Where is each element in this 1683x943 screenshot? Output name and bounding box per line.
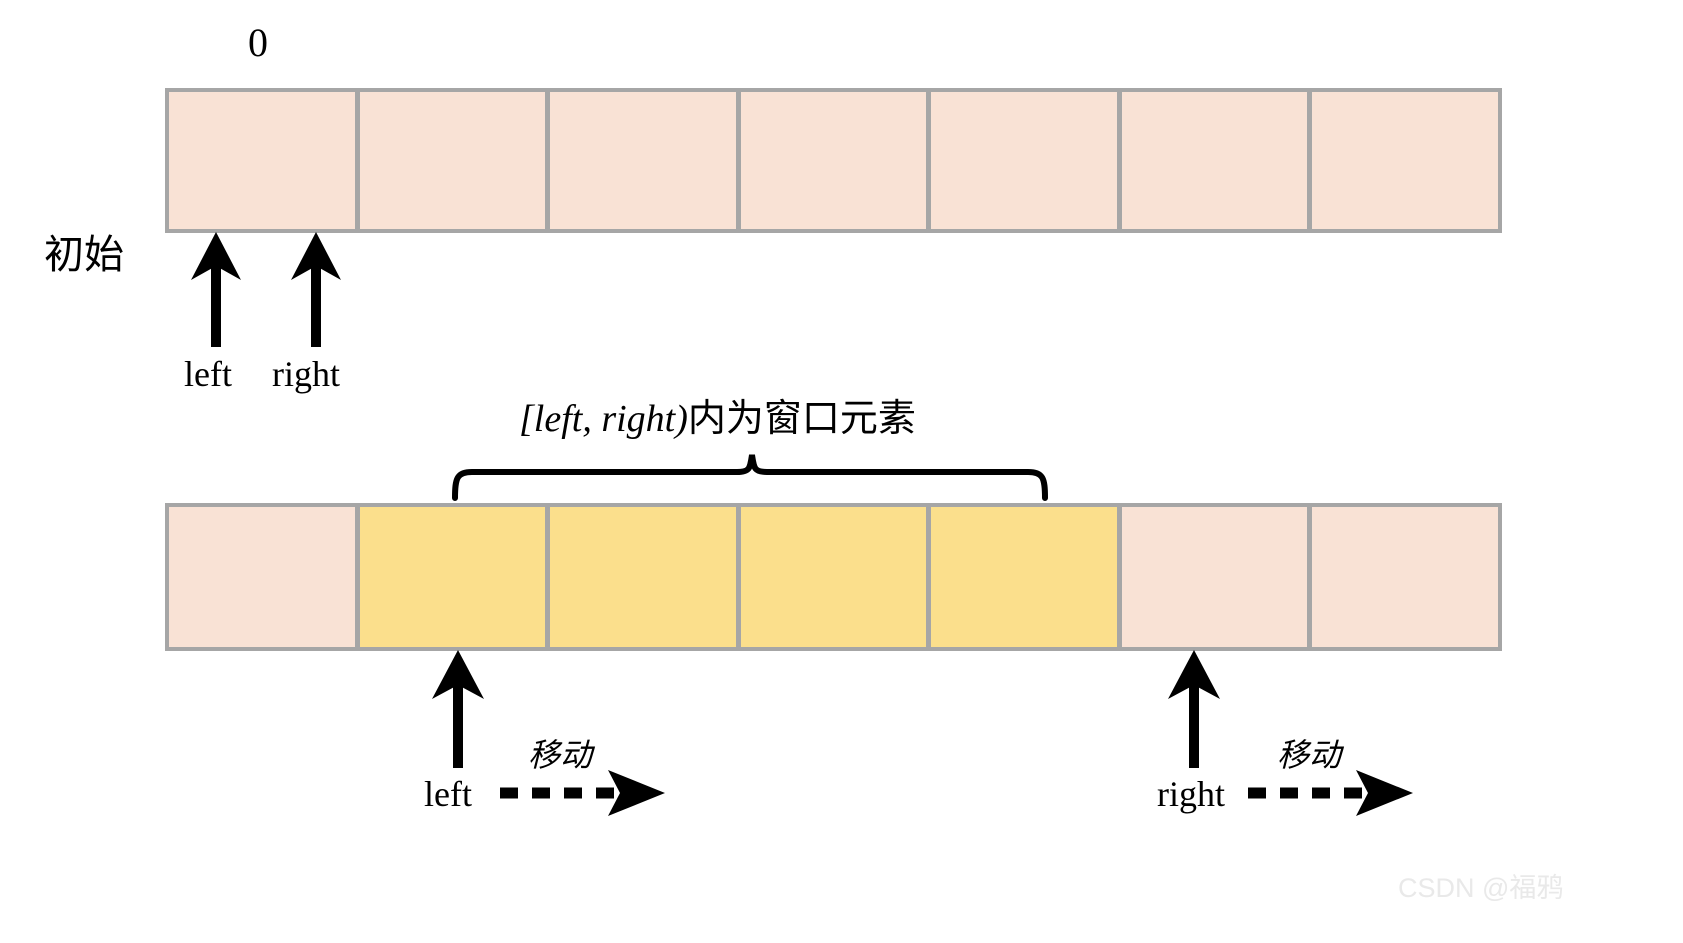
pointer-arrow-right-initial — [291, 232, 341, 347]
array-cell-window — [740, 507, 932, 647]
pointer-label-left-window: left — [424, 774, 472, 814]
move-label-left: 移动 — [528, 736, 593, 774]
window-caption: [left, right)内为窗口元素 — [519, 387, 916, 442]
array-cell — [740, 92, 932, 229]
move-label-right: 移动 — [1277, 736, 1342, 774]
window-caption-math: [left, right) — [519, 398, 688, 440]
pointer-label-left-initial: left — [184, 354, 232, 394]
window-caption-cn: 内为窗口元素 — [687, 396, 916, 440]
array-cell-window — [359, 507, 551, 647]
array-cell-window — [550, 507, 741, 647]
array-cell — [1121, 507, 1313, 647]
stage-label-initial: 初始 — [44, 232, 124, 278]
array-cell — [169, 92, 360, 229]
initial-array — [165, 88, 1502, 233]
move-arrow-left — [500, 770, 665, 816]
array-cell — [359, 92, 551, 229]
array-cell — [550, 92, 741, 229]
csdn-watermark: CSDN @福鸦 — [1398, 873, 1564, 903]
array-cell — [1121, 92, 1313, 229]
index-label-0: 0 — [248, 20, 268, 65]
pointer-arrow-right-window — [1168, 650, 1220, 768]
window-array — [165, 503, 1502, 651]
pointer-label-right-window: right — [1157, 774, 1225, 814]
pointer-arrow-left-initial — [191, 232, 241, 347]
array-cell — [169, 507, 360, 647]
pointer-arrow-left-window — [432, 650, 484, 768]
pointer-label-right-initial: right — [272, 354, 340, 394]
window-brace — [452, 454, 1048, 501]
array-cell — [1312, 507, 1499, 647]
array-cell — [931, 92, 1122, 229]
move-arrow-right — [1248, 770, 1413, 816]
array-cell — [1312, 92, 1499, 229]
array-cell-window — [931, 507, 1122, 647]
